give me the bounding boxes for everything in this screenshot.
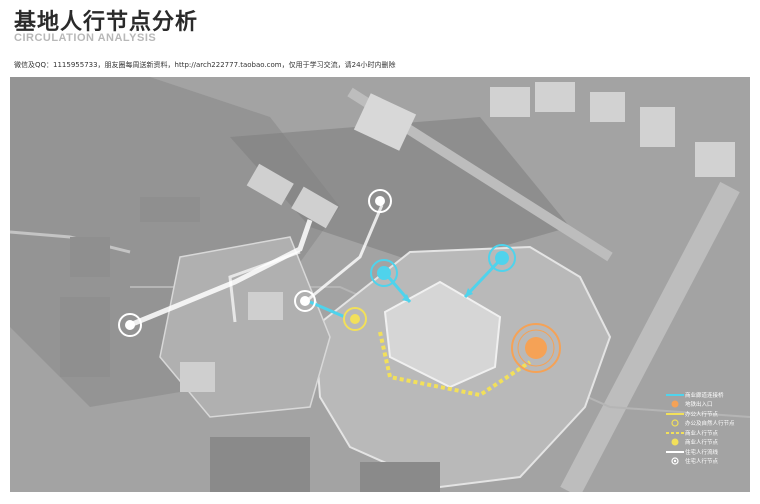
legend-label: 商业廊道连接桥 (685, 392, 724, 399)
commercial-route (378, 331, 532, 398)
legend-line-cyan-icon (665, 391, 685, 399)
legend-label: 住宅人行流线 (685, 449, 719, 456)
legend-ring-white-icon (665, 457, 685, 465)
residential-building-2 (291, 186, 339, 229)
office-node-yellow (343, 307, 367, 331)
cyan-arrow-2 (463, 258, 502, 299)
main-building (383, 280, 502, 389)
legend-line-yellow-dash-icon (665, 429, 685, 437)
legend-label: 商业人行节点 (685, 440, 719, 446)
source-note: 微信及QQ：1115955733，朋友圈每周送新资料，http://arch22… (14, 61, 396, 69)
legend-ring-yellow-icon (665, 419, 685, 427)
legend-item: 住宅人行节点 (665, 457, 755, 466)
commercial-node-cyan-2 (488, 244, 516, 272)
residential-building-4 (180, 362, 215, 392)
site-plan-drawing (10, 77, 750, 492)
legend-item: 商业人行节点 (665, 438, 755, 447)
residential-route (129, 219, 313, 328)
metro-entrance-node (511, 323, 561, 373)
legend-item: 商业人行节点 (665, 428, 755, 437)
residential-node-west (118, 313, 142, 337)
legend-item: 办公及自然人行节点 (665, 419, 755, 428)
commercial-node-cyan-1 (370, 259, 398, 287)
legend-dot-orange-icon (665, 400, 685, 408)
residential-node-center (294, 290, 316, 312)
legend-item: 住宅人行流线 (665, 447, 755, 456)
legend-label: 住宅人行节点 (685, 459, 719, 465)
legend: 商业廊道连接桥 地铁出入口 办公人行节点 办公及自然人行节点 商业人行节点 商业… (665, 390, 755, 466)
legend-item: 商业廊道连接桥 (665, 390, 755, 399)
residential-node-north (368, 189, 392, 213)
legend-item: 地铁出入口 (665, 400, 755, 409)
residential-building-1 (246, 163, 294, 206)
legend-label: 地铁出入口 (685, 402, 713, 408)
legend-label: 办公及自然人行节点 (685, 421, 735, 427)
legend-label: 办公人行节点 (685, 411, 719, 418)
road-east (560, 181, 740, 492)
legend-label: 商业人行节点 (685, 430, 719, 437)
legend-dot-yellow-icon (665, 438, 685, 446)
page-title: 基地人行节点分析 (14, 10, 199, 35)
legend-line-white-icon (665, 448, 685, 456)
shaded-zone-north (230, 117, 570, 267)
legend-item: 办公人行节点 (665, 409, 755, 418)
cyan-arrow-3 (309, 300, 346, 319)
legend-line-yellow-icon (665, 410, 685, 418)
residential-building-3 (248, 292, 283, 320)
site-plan-map (10, 77, 750, 492)
page-subtitle: CIRCULATION ANALYSIS (14, 32, 157, 44)
